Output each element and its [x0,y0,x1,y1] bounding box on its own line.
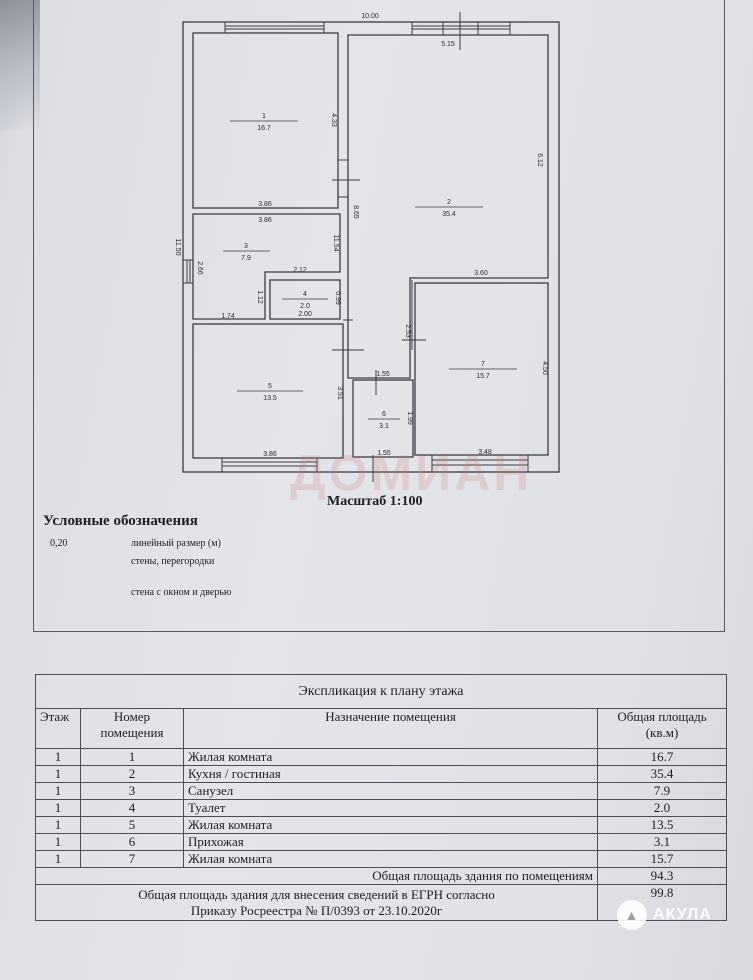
dim-r1-bottom: 3.86 [258,201,272,208]
svg-text:5: 5 [268,383,272,390]
header-floor: Этаж [35,708,81,749]
dim-corridor: 2.53 [404,324,411,338]
room-5-outline [192,323,344,459]
svg-text:15.7: 15.7 [476,373,490,380]
dim-r2-height: 8.65 [352,205,359,219]
room-label-1: 116.7 [230,113,298,132]
svg-text:1: 1 [262,113,266,120]
room-label-7: 715.7 [449,361,517,380]
dim-left-total: 11.50 [174,239,181,256]
brand-logo: ▲ АКУЛА [617,900,712,930]
legend-item-dimension: линейный размер (м) [131,538,221,549]
room-label-3: 37.9 [223,243,270,262]
dim-r3-inner: 1.12 [256,290,263,304]
plan-frame [33,0,725,632]
outer-wall [182,21,560,473]
windows [183,12,529,482]
header-purpose: Назначение помещения [183,708,598,749]
plan-scale: Масштаб 1:100 [327,494,423,509]
svg-text:6: 6 [382,411,386,418]
legend-title: Условные обозначения [43,513,198,529]
dim-r3-top: 3.86 [258,217,272,224]
total-value: 94.3 [597,867,727,885]
dim-r3-left: 2.66 [196,261,203,275]
svg-text:13.5: 13.5 [263,395,277,402]
room-3-outline [192,213,341,320]
watermark: ДОМИАН [290,445,533,501]
dim-top-right: 5.15 [441,41,455,48]
room-7-outline [414,282,549,456]
dim-r1-height: 4.33 [330,113,337,127]
legend-item-window-door: стена с окном и дверью [131,587,232,598]
dim-r7-bottom: 3.48 [478,449,492,456]
svg-text:16.7: 16.7 [257,125,271,132]
table-title: Экспликация к плану этажа [35,674,727,709]
svg-text:2: 2 [447,199,451,206]
dim-r4-height: 0.99 [334,291,341,305]
legend-sample-value: 0,20 [50,538,68,549]
svg-text:7.9: 7.9 [241,255,251,262]
svg-text:7: 7 [481,361,485,368]
dim-r5-bottom: 3.86 [263,451,277,458]
svg-text:3: 3 [244,243,248,250]
floor-plan: 10.00 5.15 11.50 4.33 3.86 3.86 8.65 6.1… [174,12,560,482]
room-label-5: 513.5 [237,383,303,402]
room-2-outline [347,34,549,379]
room-1-outline [192,32,339,209]
dim-r3-bottom: 2.12 [293,267,307,274]
legend-item-walls: стены, перегородки [131,556,215,567]
dim-r6-top: 1.55 [376,371,390,378]
dim-r5-height: 3.51 [336,386,343,400]
svg-text:2.0: 2.0 [300,303,310,310]
svg-text:3.1: 3.1 [379,423,389,430]
dim-r2-right: 6.12 [536,153,543,167]
dim-r2-notch: 3.60 [474,270,488,277]
room-label-4: 42.0 [282,291,328,310]
dim-r3-right: 11.54 [332,235,339,252]
room-4-outline [269,279,341,320]
shark-icon: ▲ [617,900,647,930]
total-label: Общая площадь здания по помещениям [35,867,598,885]
room-label-2: 235.4 [415,199,483,218]
dim-r7-height: 4.50 [541,361,548,375]
dim-r6-height: 1.99 [406,411,413,425]
explication-table: Экспликация к плану этажа Этаж Номер пом… [35,674,727,921]
room-6-outline [352,379,414,458]
dim-r4-width: 2.00 [298,311,312,318]
room-label-6: 63.1 [368,411,400,430]
dim-r3-bottom-left: 1.74 [221,313,235,320]
dim-top-total: 10.00 [361,13,379,20]
svg-text:4: 4 [303,291,307,298]
brand-name: АКУЛА [653,906,712,923]
header-area: Общая площадь (кв.м) [597,708,727,749]
egrn-row: Общая площадь здания для внесения сведен… [35,884,727,921]
svg-text:35.4: 35.4 [442,211,456,218]
dim-r6-bottom: 1.55 [377,450,391,457]
egrn-label: Общая площадь здания для внесения сведен… [35,884,598,921]
header-room-number: Номер помещения [80,708,184,749]
